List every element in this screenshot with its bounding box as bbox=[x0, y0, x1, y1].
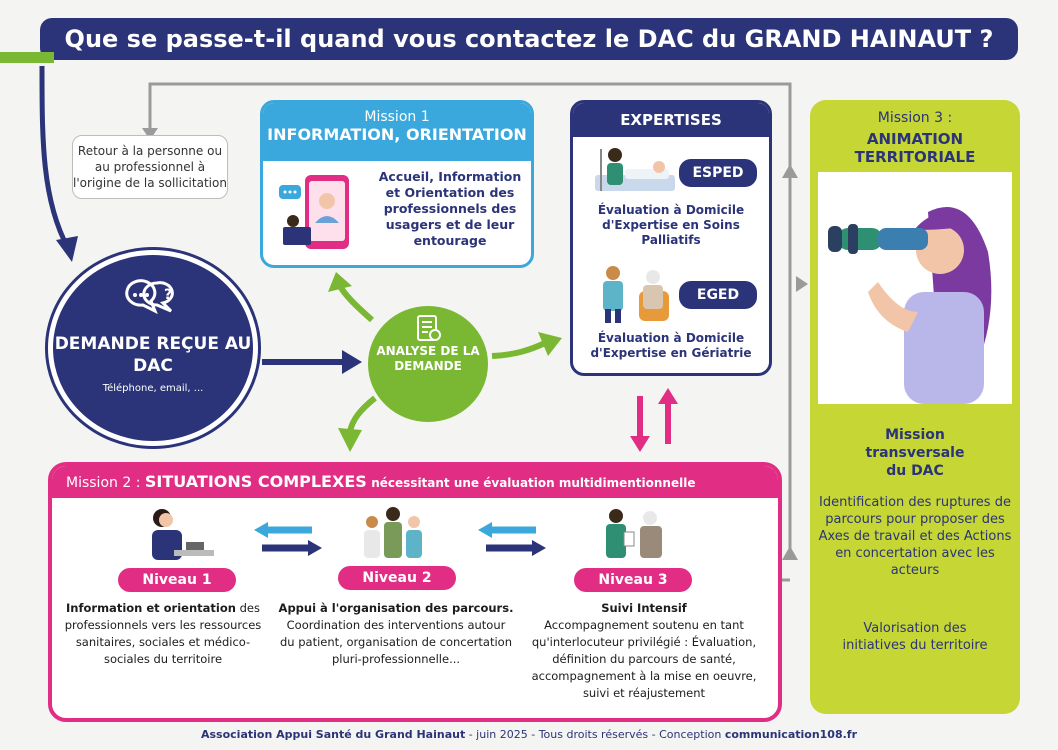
page-title: Que se passe-t-il quand vous contactez l… bbox=[40, 18, 1018, 60]
mission1-title: INFORMATION, ORIENTATION bbox=[267, 125, 527, 144]
esped-badge: ESPED bbox=[677, 157, 759, 189]
level-1-bold: Information et orientation bbox=[66, 601, 236, 615]
svg-text:?: ? bbox=[164, 287, 172, 303]
analyse-to-exp-arrow bbox=[491, 340, 547, 359]
mission1-header: Mission 1 INFORMATION, ORIENTATION bbox=[263, 103, 531, 161]
accent-bar bbox=[0, 52, 54, 63]
mission2-header: Mission 2 : SITUATIONS COMPLEXES nécessi… bbox=[52, 466, 778, 498]
level-1-desc: des professionnels vers les ressources s… bbox=[64, 601, 262, 666]
phone-operator-icon bbox=[152, 509, 214, 560]
expertises-title: EXPERTISES bbox=[573, 103, 769, 137]
mission3-transversal: Mission transversale du DAC bbox=[865, 427, 965, 479]
return-arrowhead bbox=[142, 128, 158, 140]
return-loop-line bbox=[148, 82, 792, 550]
start-arrow bbox=[39, 65, 71, 250]
mission3-number: Mission 3 : bbox=[877, 110, 953, 126]
analyse-label: ANALYSE DE LA DEMANDE bbox=[376, 344, 480, 373]
analyse-to-m2-arrow bbox=[347, 395, 377, 433]
loop-up-arrow-2 bbox=[782, 164, 798, 178]
mission3-body2: Valorisation des initiatives du territoi… bbox=[842, 621, 988, 653]
mission3-card: Mission 3 : ANIMATION TERRITORIALE Missi… bbox=[810, 100, 1020, 714]
level-2-desc: Coordination des interventions autour du… bbox=[280, 618, 512, 666]
mission1-number: Mission 1 bbox=[364, 109, 430, 125]
level-2-badge: Niveau 2 bbox=[338, 566, 456, 590]
mission2-number: Mission 2 : bbox=[66, 475, 141, 491]
esped-description: Évaluation à Domicile d'Expertise en Soi… bbox=[597, 203, 745, 247]
level-1-text: Information et orientation des professio… bbox=[60, 600, 266, 668]
level-1-badge: Niveau 1 bbox=[118, 568, 236, 592]
mission2-card: Mission 2 : SITUATIONS COMPLEXES nécessi… bbox=[48, 462, 782, 722]
level-arrows-1-2 bbox=[254, 522, 322, 556]
level-2-bold: Appui à l'organisation des parcours. bbox=[278, 601, 514, 615]
nurse-patient-icon bbox=[595, 148, 675, 191]
expertises-card: EXPERTISES ESPED Évaluation à Domicile d… bbox=[570, 100, 772, 376]
binoculars-woman-icon bbox=[828, 207, 992, 404]
doctor-elderly-icon bbox=[603, 266, 669, 323]
footer-meta: - juin 2025 - Tous droits réservés - Con… bbox=[465, 728, 725, 741]
footer-org: Association Appui Santé du Grand Hainaut bbox=[200, 728, 466, 741]
analyse-circle: ANALYSE DE LA DEMANDE bbox=[368, 306, 488, 422]
level-3-bold: Suivi Intensif bbox=[601, 601, 687, 615]
mission3-title: ANIMATION TERRITORIALE bbox=[854, 130, 976, 166]
eged-badge: EGED bbox=[677, 279, 759, 311]
level-3-badge: Niveau 3 bbox=[574, 568, 692, 592]
binoculars-illustration bbox=[818, 172, 1012, 404]
analyse-to-m1-arrow bbox=[337, 284, 374, 323]
return-note: Retour à la personne ou au professionnel… bbox=[72, 135, 228, 199]
level-arrows-2-3 bbox=[478, 522, 546, 556]
demande-circle: ? DEMANDE REÇUE AU DAC Téléphone, email,… bbox=[48, 250, 258, 446]
mission3-body: Identification des ruptures de parcours … bbox=[818, 495, 1012, 578]
team-icon bbox=[364, 507, 422, 558]
loop-right-arrow bbox=[796, 276, 808, 292]
consultation-icon bbox=[606, 509, 662, 558]
loop-up-arrow-1 bbox=[782, 546, 798, 560]
demande-title: DEMANDE REÇUE AU DAC bbox=[54, 334, 252, 376]
mission2-title: SITUATIONS COMPLEXES bbox=[144, 472, 367, 491]
video-call-icon bbox=[279, 175, 349, 249]
mission1-description: Accueil, Information et Orientation des … bbox=[378, 169, 522, 248]
footer: Association Appui Santé du Grand Hainaut… bbox=[0, 728, 1058, 741]
footer-site: communication108.fr bbox=[724, 728, 858, 741]
level-2-text: Appui à l'organisation des parcours. Coor… bbox=[278, 600, 514, 668]
mission1-card: Mission 1 INFORMATION, ORIENTATION Accue… bbox=[260, 100, 534, 268]
chat-bubbles-icon: ? bbox=[125, 279, 174, 315]
eged-description: Évaluation à Domicile d'Expertise en Gér… bbox=[590, 331, 752, 360]
level-3-desc: Accompagnement soutenu en tant qu'interl… bbox=[531, 618, 757, 700]
mission2-subtitle: nécessitant une évaluation multidimentio… bbox=[371, 476, 696, 490]
demande-subtitle: Téléphone, email, ... bbox=[102, 383, 204, 394]
checklist-icon bbox=[417, 315, 441, 341]
